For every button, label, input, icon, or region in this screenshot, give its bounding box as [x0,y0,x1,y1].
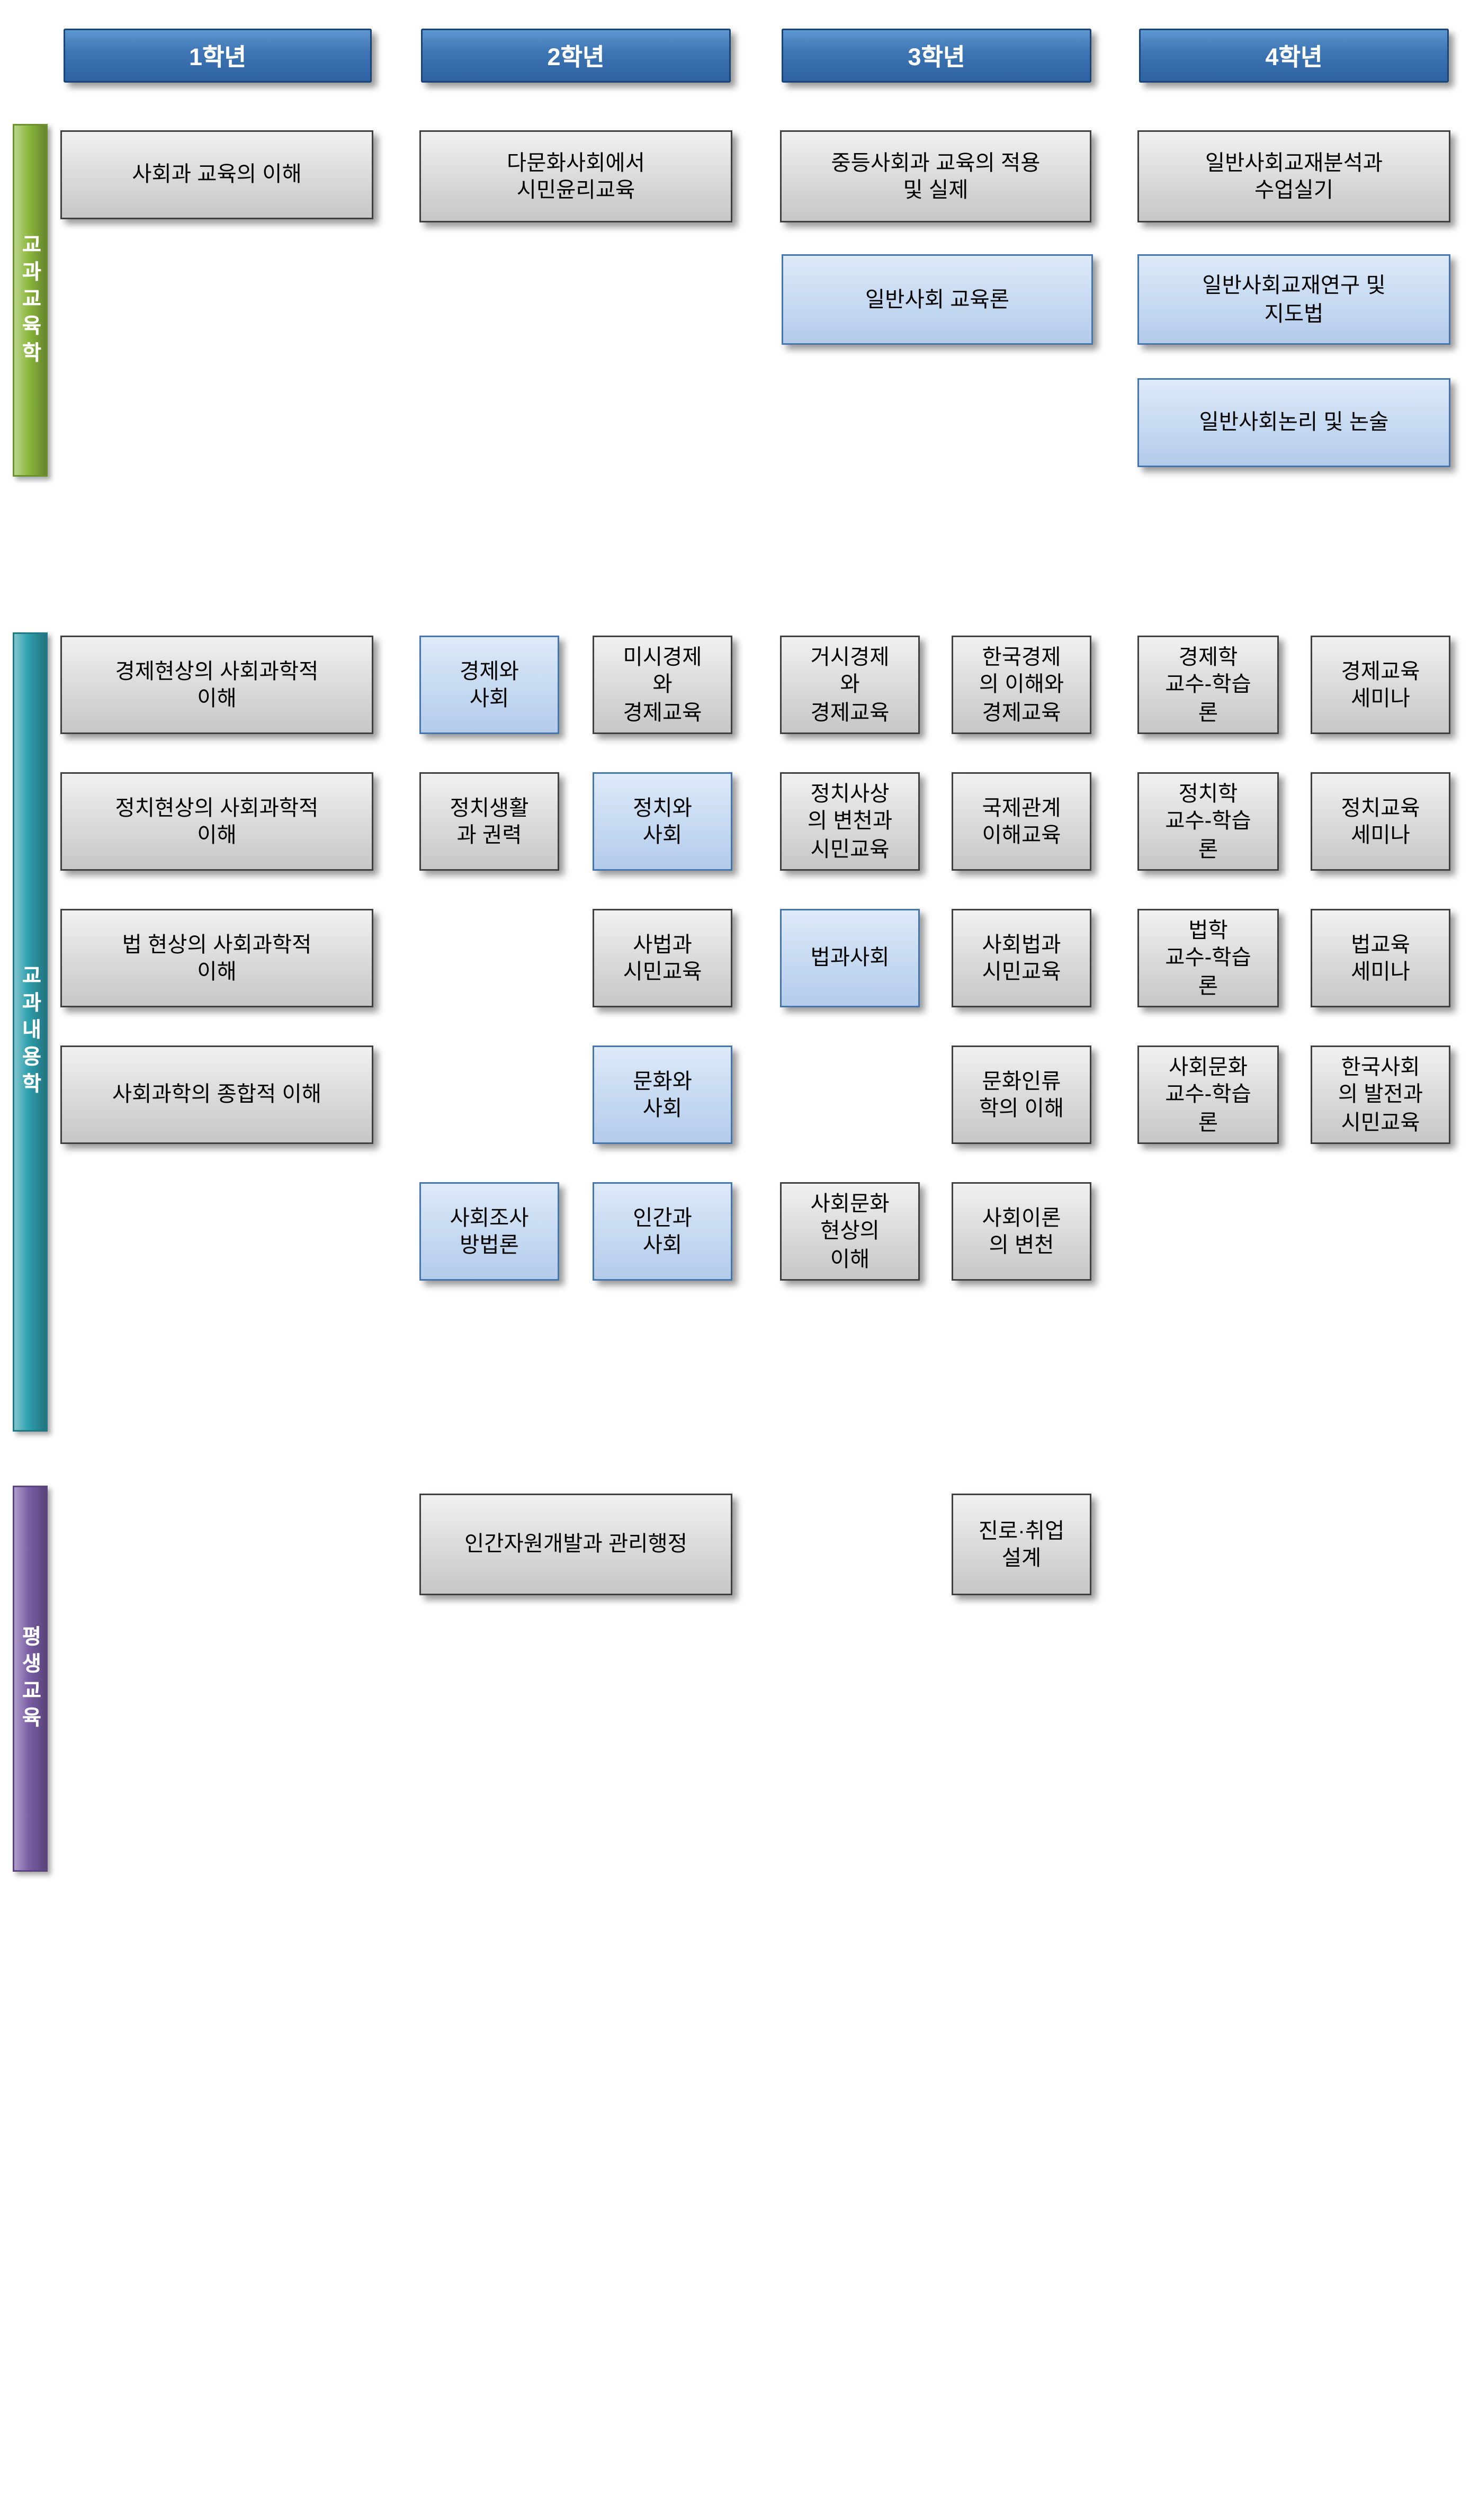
course-box: 법학 교수-학습 론 [1137,909,1279,1007]
course-box: 사회과 교육의 이해 [60,130,373,219]
year-header-3: 3학년 [782,29,1091,83]
course-box: 사회문화 교수-학습 론 [1137,1045,1279,1144]
course-box: 미시경제 와 경제교육 [593,636,732,734]
section-bar-3: 평생교육 [13,1486,48,1872]
year-header-4: 4학년 [1139,29,1449,83]
course-box: 정치학 교수-학습 론 [1137,772,1279,871]
course-box: 법 현상의 사회과학적 이해 [60,909,373,1007]
year-header-1: 1학년 [64,29,372,83]
course-box: 사회문화 현상의 이해 [780,1182,920,1281]
course-box: 경제와 사회 [419,636,559,734]
course-box: 사회법과 시민교육 [952,909,1091,1007]
course-box: 정치생활 과 권력 [419,772,559,871]
course-box: 문화와 사회 [593,1045,732,1144]
section-bar-2: 교과내용학 [13,632,48,1432]
course-box: 다문화사회에서 시민윤리교육 [419,130,732,222]
course-box: 인간과 사회 [593,1182,732,1281]
course-box: 일반사회교재연구 및 지도법 [1137,254,1450,345]
course-box: 한국경제 의 이해와 경제교육 [952,636,1091,734]
course-box: 정치교육 세미나 [1311,772,1450,871]
course-box: 중등사회과 교육의 적용 및 실제 [780,130,1091,222]
course-box: 법과사회 [780,909,920,1007]
course-box: 사회이론 의 변천 [952,1182,1091,1281]
course-box: 일반사회논리 및 논술 [1137,378,1450,467]
course-box: 일반사회교재분석과 수업실기 [1137,130,1450,222]
section-bar-1: 교과교육학 [13,124,48,477]
course-box: 경제현상의 사회과학적 이해 [60,636,373,734]
course-box: 진로·취업 설계 [952,1494,1091,1595]
course-box: 사법과 시민교육 [593,909,732,1007]
course-box: 사회조사 방법론 [419,1182,559,1281]
course-box: 거시경제 와 경제교육 [780,636,920,734]
course-box: 국제관계 이해교육 [952,772,1091,871]
course-box: 한국사회 의 발전과 시민교육 [1311,1045,1450,1144]
course-box: 정치현상의 사회과학적 이해 [60,772,373,871]
course-box: 인간자원개발과 관리행정 [419,1494,732,1595]
course-box: 문화인류 학의 이해 [952,1045,1091,1144]
course-box: 경제교육 세미나 [1311,636,1450,734]
course-box: 사회과학의 종합적 이해 [60,1045,373,1144]
course-box: 경제학 교수-학습 론 [1137,636,1279,734]
course-box: 정치와 사회 [593,772,732,871]
course-box: 정치사상 의 변천과 시민교육 [780,772,920,871]
year-header-2: 2학년 [421,29,731,83]
course-box: 일반사회 교육론 [782,254,1093,345]
course-box: 법교육 세미나 [1311,909,1450,1007]
